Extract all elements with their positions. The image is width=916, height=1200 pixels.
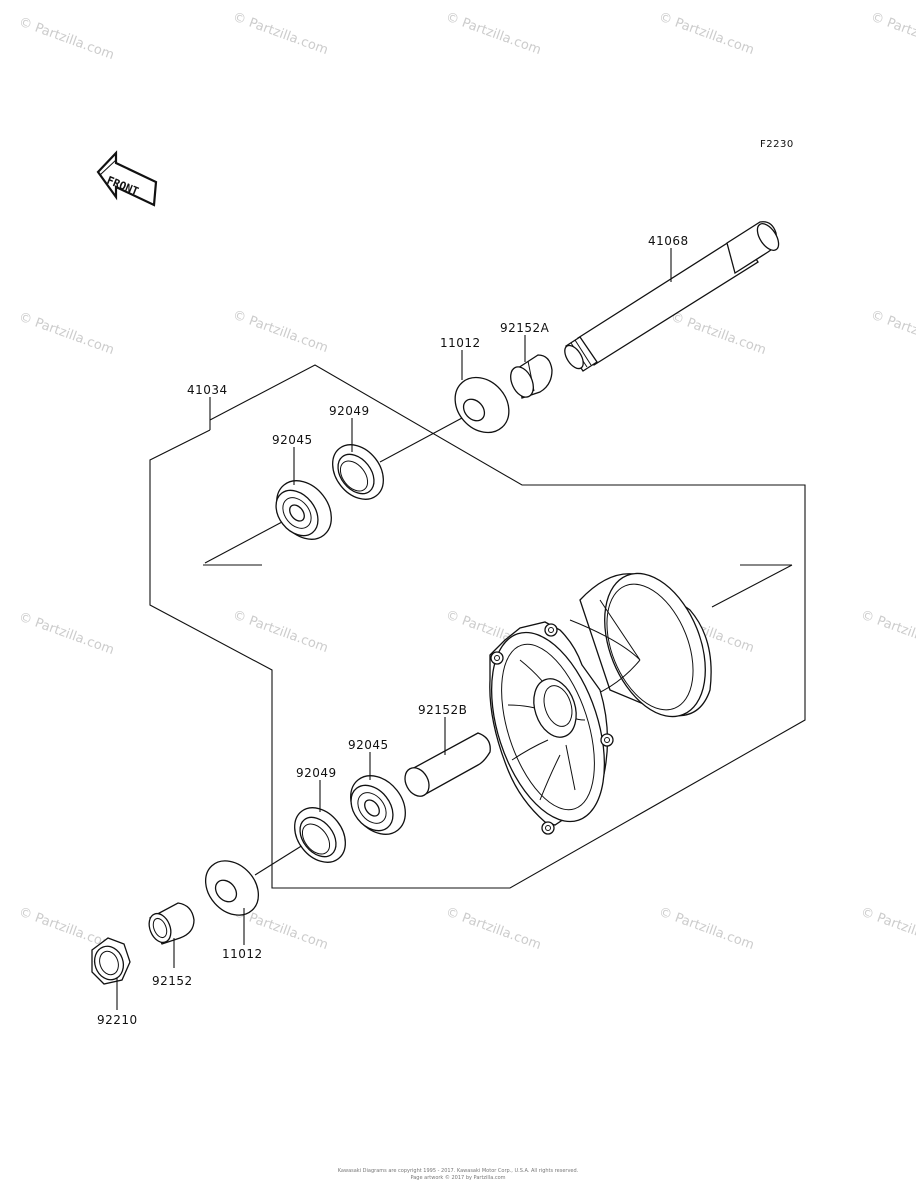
center-lines bbox=[204, 417, 793, 876]
watermark: © Partzilla.com bbox=[17, 610, 116, 658]
watermark: © Partzilla.com bbox=[657, 905, 756, 953]
leader-lines bbox=[116, 248, 672, 1010]
cap-left bbox=[204, 860, 260, 916]
watermark: © Partzilla.com bbox=[444, 905, 543, 953]
copyright-line-1: Kawasaki Diagrams are copyright 1995 - 2… bbox=[338, 1168, 579, 1174]
watermark: © Partzilla.com bbox=[444, 10, 543, 58]
copyright-line-2: Page artwork © 2017 by Partzilla.com bbox=[410, 1174, 505, 1181]
watermark: © Partzilla.com bbox=[859, 608, 916, 656]
front-arrow-icon: FRONT bbox=[96, 150, 158, 207]
label-cap-left: 11012 bbox=[222, 947, 263, 961]
label-bearing-right: 92045 bbox=[272, 433, 313, 447]
part-labels: 41068 92152A 11012 41034 92049 92045 921… bbox=[97, 234, 689, 1027]
figure-code: F2230 bbox=[760, 139, 794, 150]
watermark: © Partzilla.com bbox=[859, 905, 916, 953]
bearing-right bbox=[275, 480, 332, 540]
watermark: © Partzilla.com bbox=[231, 608, 330, 656]
label-spacer-center: 92152B bbox=[418, 703, 467, 717]
label-nut: 92210 bbox=[97, 1013, 138, 1027]
watermark: © Partzilla.com bbox=[657, 10, 756, 58]
seal-right bbox=[332, 444, 384, 500]
bearing-left bbox=[350, 775, 406, 835]
seal-left bbox=[294, 807, 346, 863]
label-axle: 41068 bbox=[648, 234, 689, 248]
watermark: © Partzilla.com bbox=[869, 10, 916, 58]
collar-left bbox=[148, 902, 195, 945]
label-hub-assembly: 41034 bbox=[187, 383, 228, 397]
watermark: © Partzilla.com bbox=[869, 308, 916, 356]
watermark: © Partzilla.com bbox=[17, 310, 116, 358]
axle-shaft bbox=[564, 221, 780, 372]
label-seal-right: 92049 bbox=[329, 404, 370, 418]
assembly-bracket bbox=[149, 364, 806, 889]
watermark: © Partzilla.com bbox=[231, 10, 330, 58]
collar-right bbox=[510, 354, 553, 399]
watermark: © Partzilla.com bbox=[669, 310, 768, 358]
watermark: © Partzilla.com bbox=[17, 15, 116, 63]
label-collar-right: 92152A bbox=[500, 321, 550, 335]
axle-nut bbox=[91, 937, 131, 985]
cap-right bbox=[454, 376, 510, 434]
label-bearing-left: 92045 bbox=[348, 738, 389, 752]
label-seal-left: 92049 bbox=[296, 766, 337, 780]
label-cap-right: 11012 bbox=[440, 336, 481, 350]
wheel-hub bbox=[489, 572, 712, 835]
watermark-layer: © Partzilla.com © Partzilla.com © Partzi… bbox=[17, 10, 916, 953]
label-collar-left: 92152 bbox=[152, 974, 193, 988]
watermark: © Partzilla.com bbox=[231, 308, 330, 356]
spacer-center bbox=[404, 732, 491, 797]
